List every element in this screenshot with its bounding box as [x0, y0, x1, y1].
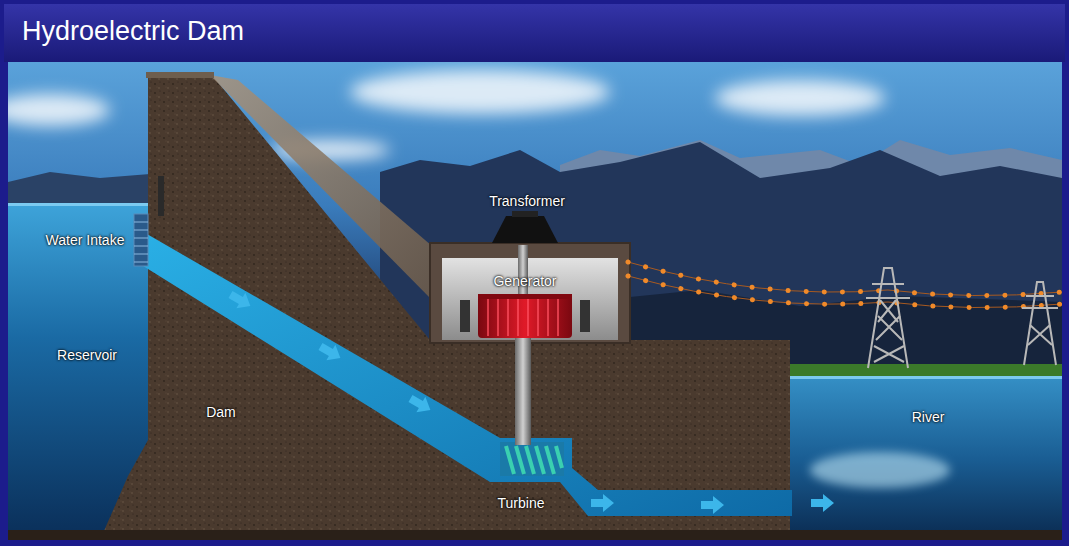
scene — [8, 62, 1062, 540]
sky — [8, 62, 1062, 540]
part-label: Transformer — [489, 192, 565, 210]
generator-symbol — [478, 294, 572, 338]
part-label: Water Intake — [46, 231, 125, 249]
dam-body — [100, 75, 790, 540]
river-surface — [790, 376, 1062, 379]
clouds — [8, 70, 885, 160]
part-label: Dam — [206, 403, 236, 421]
transformer-symbol — [492, 211, 558, 243]
part-label: Turbine — [498, 494, 545, 512]
turbine-symbol — [500, 442, 564, 476]
diagram-title: Hydroelectric Dam — [22, 14, 244, 48]
intake-grate — [134, 214, 148, 266]
river-water — [790, 376, 1062, 540]
part-label: Generator — [493, 272, 556, 290]
powerhouse — [430, 243, 630, 445]
part-label: Reservoir — [57, 346, 117, 364]
pylon — [866, 268, 1058, 368]
flow-arrows — [226, 287, 834, 514]
power-lines — [628, 262, 1062, 308]
bedrock — [8, 530, 1062, 540]
dam-face — [210, 75, 432, 300]
reservoir-surface — [8, 203, 158, 206]
part-label: River — [912, 408, 945, 426]
dam-crest — [146, 72, 214, 78]
intake-gate — [158, 176, 164, 216]
header-bar — [4, 4, 1065, 62]
penstock — [140, 230, 792, 516]
outflow-foam — [810, 452, 950, 488]
